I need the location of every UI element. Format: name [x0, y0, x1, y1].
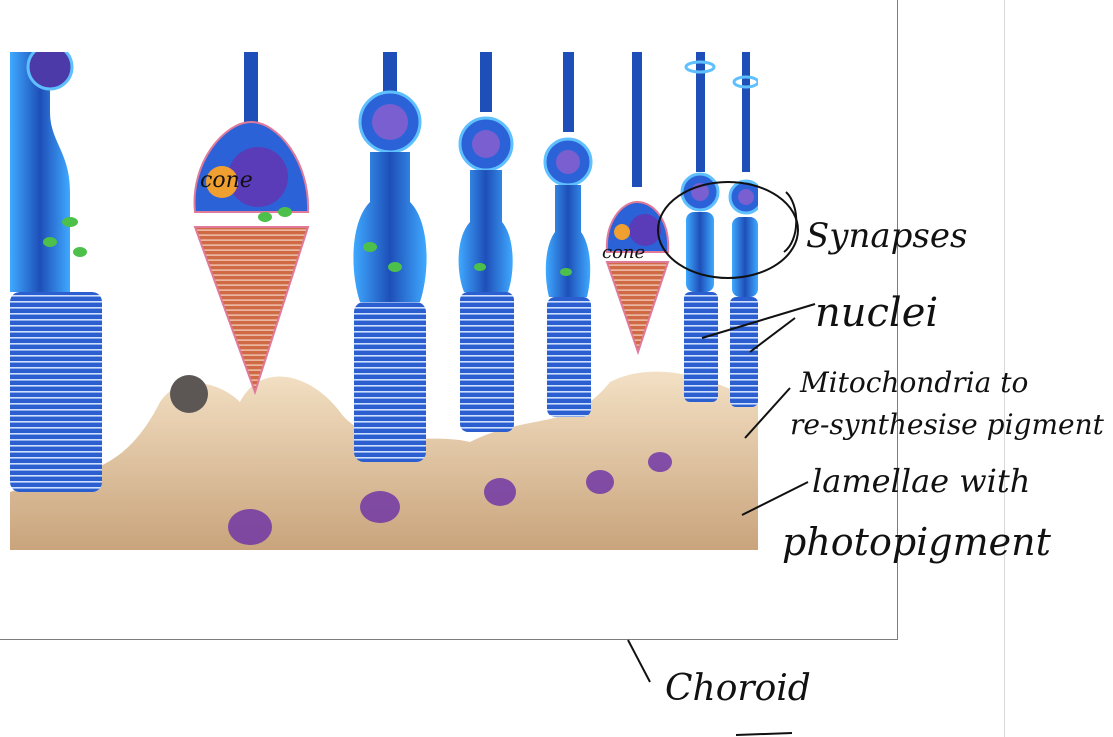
- canvas-frame: [0, 0, 898, 640]
- mitochondria-label-line2: re-synthesise pigment: [790, 408, 1104, 441]
- pointer-dot: [170, 375, 208, 413]
- choroid-label: Choroid: [665, 668, 811, 709]
- page-margin-line: [1004, 0, 1005, 737]
- photoreceptor-illustration: [10, 52, 758, 550]
- lamellae-label-line1: lamellae with: [812, 462, 1031, 500]
- cone-label-2: cone: [602, 242, 646, 263]
- cone-label-1: cone: [200, 168, 253, 193]
- synapses-label: Synapses: [806, 216, 968, 256]
- lamellae-label-line2: photopigment: [782, 520, 1051, 564]
- mitochondria-label-line1: Mitochondria to: [800, 366, 1029, 399]
- nuclei-label: nuclei: [815, 290, 939, 336]
